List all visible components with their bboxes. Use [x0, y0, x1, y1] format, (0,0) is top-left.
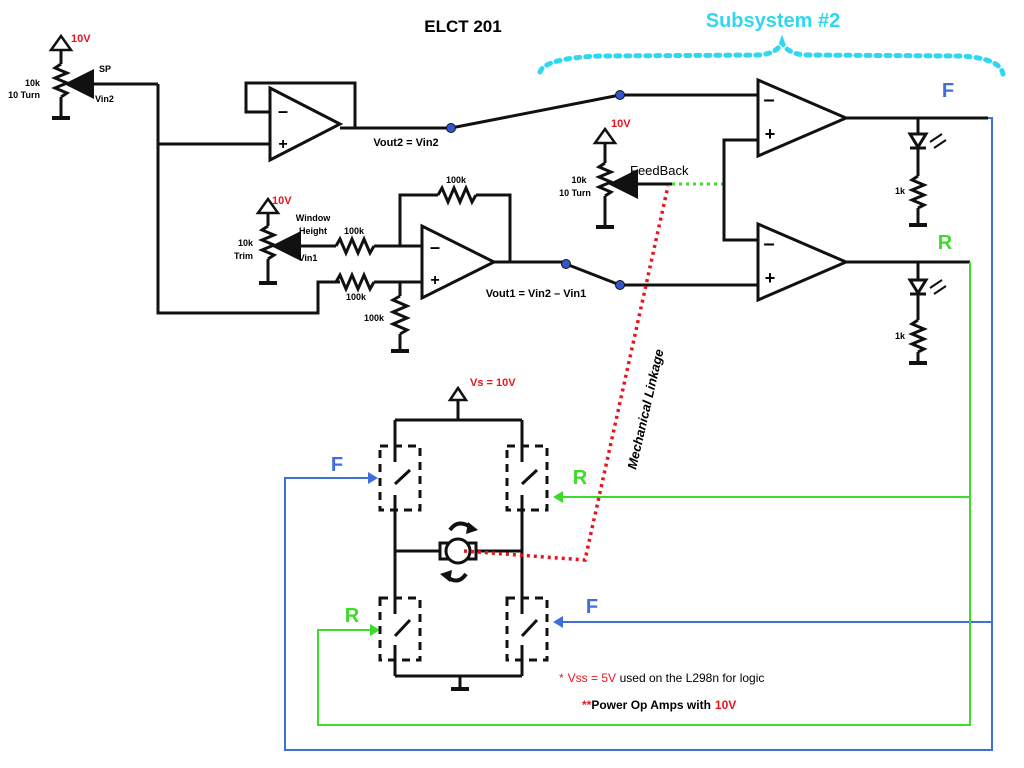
rotation-arrow-top-head	[466, 522, 478, 534]
r-signal-routing	[317, 262, 971, 726]
rotation-arrow-bottom-head	[440, 570, 452, 582]
svg-text:–: –	[278, 101, 288, 121]
switch-label-left-top: F	[331, 454, 343, 476]
bridge-supply-label: Vs = 10V	[470, 377, 516, 389]
subsystem-label: Subsystem #2	[706, 10, 841, 32]
f-signal-routing	[284, 117, 993, 751]
comparator-wiring	[722, 116, 988, 365]
led-resistor-f-label: 1k	[895, 186, 906, 196]
led-rays	[929, 133, 947, 295]
pot-type-3: 10 Turn	[559, 188, 591, 198]
pot-value-2: 10k	[238, 238, 254, 248]
svg-text:–: –	[430, 237, 440, 257]
subsystem-brace	[537, 34, 1006, 77]
comparator-r-opamp: – +	[756, 221, 850, 303]
wiper-label-sp: SP	[99, 64, 111, 74]
svg-text:+: +	[765, 124, 776, 144]
comparator-f-opamp: – +	[756, 77, 850, 159]
feedback-pot	[592, 126, 672, 229]
feedback-label: FeedBack	[630, 163, 689, 178]
node-vout2-right	[615, 90, 625, 100]
arrow-f-left	[368, 472, 378, 484]
window-label-1: Window	[296, 213, 331, 223]
switch-label-left-bottom: R	[345, 605, 360, 627]
supply-voltage-3: 10V	[611, 118, 631, 130]
diagram-title: ELCT 201	[424, 17, 501, 36]
node-label-vin1: Vin1	[299, 253, 318, 263]
pot-value-1: 10k	[25, 78, 41, 88]
note-2-text: Power Op Amps with	[591, 698, 711, 712]
svg-text:+: +	[278, 136, 287, 153]
note-2-mark: **	[582, 698, 592, 712]
pot-type-1: 10 Turn	[8, 90, 40, 100]
switch-label-right-top: R	[573, 467, 588, 489]
label-vout1: Vout1 = Vin2 – Vin1	[486, 288, 587, 300]
node-label-vin2: Vin2	[95, 94, 114, 104]
diffamp-wiring	[275, 184, 758, 353]
setpoint-pot	[48, 33, 158, 120]
vs-supply-arrow	[447, 385, 469, 402]
motor	[438, 537, 478, 565]
resistor-input-minus-label: 100k	[344, 226, 365, 236]
svg-text:+: +	[430, 272, 439, 289]
supply-voltage-2: 10V	[272, 195, 292, 207]
supply-voltage-1: 10V	[71, 33, 91, 45]
note-1: * Vss = 5V used on the L298n for logic	[559, 671, 764, 685]
note-2-red: 10V	[715, 698, 736, 712]
buffer-opamp: – +	[268, 85, 344, 163]
svg-text:–: –	[763, 233, 774, 255]
arrow-r-right	[553, 491, 563, 503]
pot-value-3: 10k	[571, 175, 587, 185]
svg-text:–: –	[763, 89, 774, 111]
window-pot	[255, 196, 336, 285]
svg-text:+: +	[765, 268, 776, 288]
node-vout1-right	[615, 280, 625, 290]
mechanical-linkage-line	[463, 185, 670, 562]
difference-opamp: – +	[420, 223, 498, 301]
resistor-ground-label: 100k	[364, 313, 385, 323]
resistor-feedback-label: 100k	[446, 175, 467, 185]
node-vout2	[446, 123, 456, 133]
output-label-f: F	[942, 80, 954, 102]
mechanical-linkage-label: Mechanical Linkage	[624, 348, 666, 471]
note-1-rest: used on the L298n for logic	[620, 671, 765, 685]
output-label-r: R	[938, 232, 953, 254]
arrow-r-left	[370, 624, 380, 636]
note-1-mark: *	[559, 671, 564, 685]
switch-label-right-bottom: F	[586, 596, 598, 618]
label-vout2: Vout2 = Vin2	[373, 137, 438, 149]
resistor-input-plus-label: 100k	[346, 292, 367, 302]
led-resistor-r-label: 1k	[895, 331, 906, 341]
note-1-red: Vss = 5V	[568, 671, 616, 685]
arrow-f-right	[553, 616, 563, 628]
switch-frames	[378, 444, 549, 662]
pot-type-2: Trim	[234, 251, 253, 261]
window-label-2: Height	[299, 226, 327, 236]
note-2: **Power Op Amps with 10V	[582, 698, 736, 712]
node-vout1-left	[561, 259, 571, 269]
